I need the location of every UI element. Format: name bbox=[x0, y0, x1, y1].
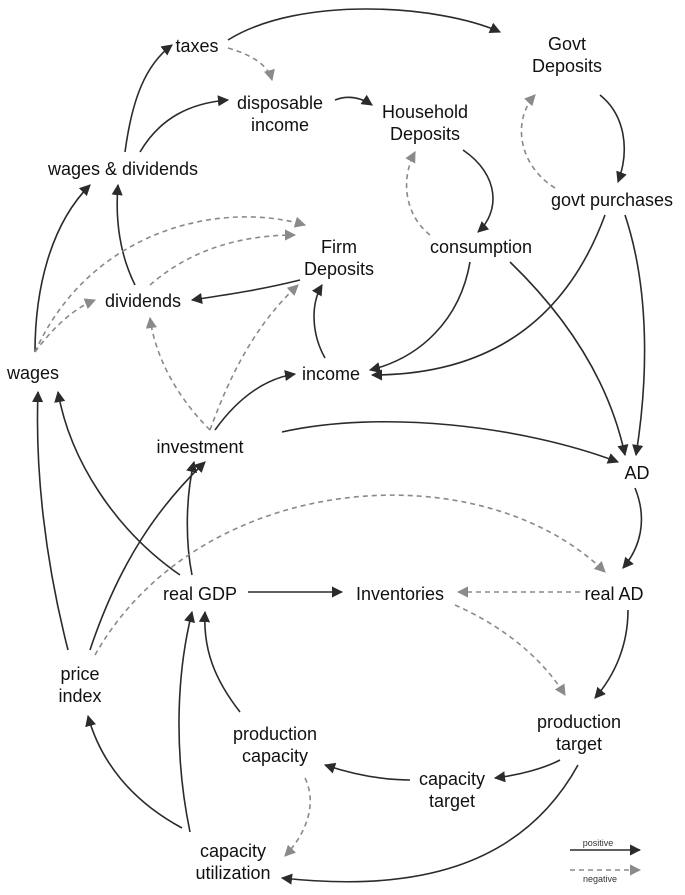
node-capacity-utilization-line1: capacity bbox=[199, 841, 267, 861]
node-ad: AD bbox=[624, 462, 649, 484]
link-investment-ad bbox=[281, 420, 620, 464]
link-production-target-capacity-utilization bbox=[280, 764, 579, 885]
node-real-gdp-text: real GDP bbox=[162, 584, 238, 604]
node-ad-text: AD bbox=[624, 463, 650, 483]
node-wages-dividends: wages & dividends bbox=[48, 158, 198, 180]
node-production-capacity-line2: capacity bbox=[241, 746, 309, 766]
link-investment-dividends bbox=[145, 316, 211, 431]
node-firm-deposits-line2: Deposits bbox=[303, 259, 375, 279]
node-capacity-target: capacity target bbox=[419, 768, 485, 812]
node-capacity-target-line2: target bbox=[428, 791, 476, 811]
link-consumption-ad bbox=[509, 261, 629, 457]
link-consumption-household-deposits bbox=[405, 151, 431, 236]
link-wages-wages-dividends bbox=[34, 184, 91, 353]
node-govt-deposits-line2: Deposits bbox=[531, 56, 603, 76]
link-price-index-wages bbox=[32, 390, 69, 651]
node-real-ad-text: real AD bbox=[584, 584, 644, 604]
node-govt-deposits-line1: Govt bbox=[547, 34, 586, 54]
node-wages: wages bbox=[7, 362, 59, 384]
link-wages-firm-deposits bbox=[34, 216, 307, 353]
link-firm-deposits-dividends bbox=[190, 279, 301, 305]
link-govt-purchases-ad bbox=[624, 214, 646, 457]
node-household-deposits-line2: Deposits bbox=[389, 124, 461, 144]
link-income-firm-deposits bbox=[312, 284, 326, 359]
node-wages-text: wages bbox=[6, 363, 60, 383]
legend-negative-label: negative bbox=[582, 874, 618, 884]
node-real-ad: real AD bbox=[584, 583, 643, 605]
node-capacity-target-line1: capacity bbox=[418, 769, 486, 789]
node-income: income bbox=[302, 363, 360, 385]
node-firm-deposits: Firm Deposits bbox=[304, 236, 374, 280]
node-govt-purchases: govt purchases bbox=[551, 189, 673, 211]
node-firm-deposits-line1: Firm bbox=[321, 237, 357, 257]
node-income-text: income bbox=[301, 364, 361, 384]
node-disposable-income-line2: income bbox=[250, 115, 310, 135]
link-price-index-investment bbox=[89, 461, 206, 651]
node-production-target: production target bbox=[537, 711, 621, 755]
node-price-index-line2: index bbox=[58, 686, 102, 706]
node-wages-dividends-text: wages & dividends bbox=[47, 159, 199, 179]
node-disposable-income: disposable income bbox=[237, 92, 323, 136]
node-production-capacity-line1: production bbox=[232, 724, 318, 744]
node-dividends: dividends bbox=[105, 290, 181, 312]
link-production-target-capacity-target bbox=[493, 759, 561, 783]
link-capacity-target-production-capacity bbox=[323, 762, 411, 781]
node-price-index-line1: price bbox=[60, 664, 100, 684]
link-dividends-wages-dividends bbox=[111, 183, 136, 286]
link-capacity-utilization-real-gdp bbox=[178, 610, 195, 833]
link-investment-firm-deposits bbox=[209, 284, 299, 431]
link-real-gdp-investment bbox=[186, 460, 198, 576]
link-price-index-real-ad bbox=[94, 494, 606, 656]
link-wages-dividends-disposable-income bbox=[139, 95, 230, 153]
link-capacity-utilization-price-index bbox=[85, 714, 183, 829]
link-ad-real-ad bbox=[622, 487, 643, 569]
node-inventories-text: Inventories bbox=[355, 584, 445, 604]
link-govt-purchases-income bbox=[370, 214, 606, 381]
link-wages-dividends-neg bbox=[34, 298, 97, 353]
node-production-target-line1: production bbox=[536, 712, 622, 732]
node-taxes: taxes bbox=[175, 35, 218, 57]
node-dividends-text: dividends bbox=[104, 291, 182, 311]
node-capacity-utilization: capacity utilization bbox=[195, 840, 270, 884]
link-inventories-production-target bbox=[454, 604, 566, 696]
link-taxes-govt-deposits bbox=[227, 8, 502, 41]
node-household-deposits-line1: Household bbox=[381, 102, 469, 122]
link-investment-income bbox=[214, 369, 297, 431]
link-govt-deposits-govt-purchases bbox=[599, 94, 627, 184]
node-taxes-text: taxes bbox=[175, 36, 219, 56]
node-consumption: consumption bbox=[430, 236, 532, 258]
node-govt-deposits: Govt Deposits bbox=[532, 33, 602, 77]
node-disposable-income-line1: disposable bbox=[236, 93, 324, 113]
link-production-capacity-real-gdp bbox=[198, 610, 241, 713]
node-capacity-utilization-line2: utilization bbox=[195, 863, 271, 883]
node-production-capacity: production capacity bbox=[233, 723, 317, 767]
node-real-gdp: real GDP bbox=[163, 583, 237, 605]
link-govt-purchases-govt-deposits bbox=[520, 94, 556, 189]
node-production-target-line2: target bbox=[555, 734, 603, 754]
link-disposable-income-household-deposits bbox=[334, 94, 373, 106]
node-investment: investment bbox=[156, 436, 243, 458]
link-dividends-firm-deposits bbox=[149, 229, 297, 286]
link-household-deposits-consumption bbox=[462, 149, 494, 233]
link-consumption-income bbox=[368, 261, 471, 374]
node-household-deposits: Household Deposits bbox=[382, 101, 468, 145]
link-production-capacity-capacity-utilization bbox=[284, 777, 311, 857]
link-taxes-disposable-income bbox=[227, 47, 275, 82]
link-real-ad-production-target bbox=[594, 609, 629, 699]
node-inventories: Inventories bbox=[356, 583, 444, 605]
node-investment-text: investment bbox=[156, 437, 244, 457]
node-consumption-text: consumption bbox=[429, 237, 533, 257]
node-price-index: price index bbox=[58, 663, 101, 707]
link-real-gdp-wages bbox=[54, 390, 181, 576]
node-govt-purchases-text: govt purchases bbox=[550, 190, 674, 210]
link-wages-dividends-taxes bbox=[124, 44, 173, 153]
legend-positive-label: positive bbox=[582, 838, 614, 848]
